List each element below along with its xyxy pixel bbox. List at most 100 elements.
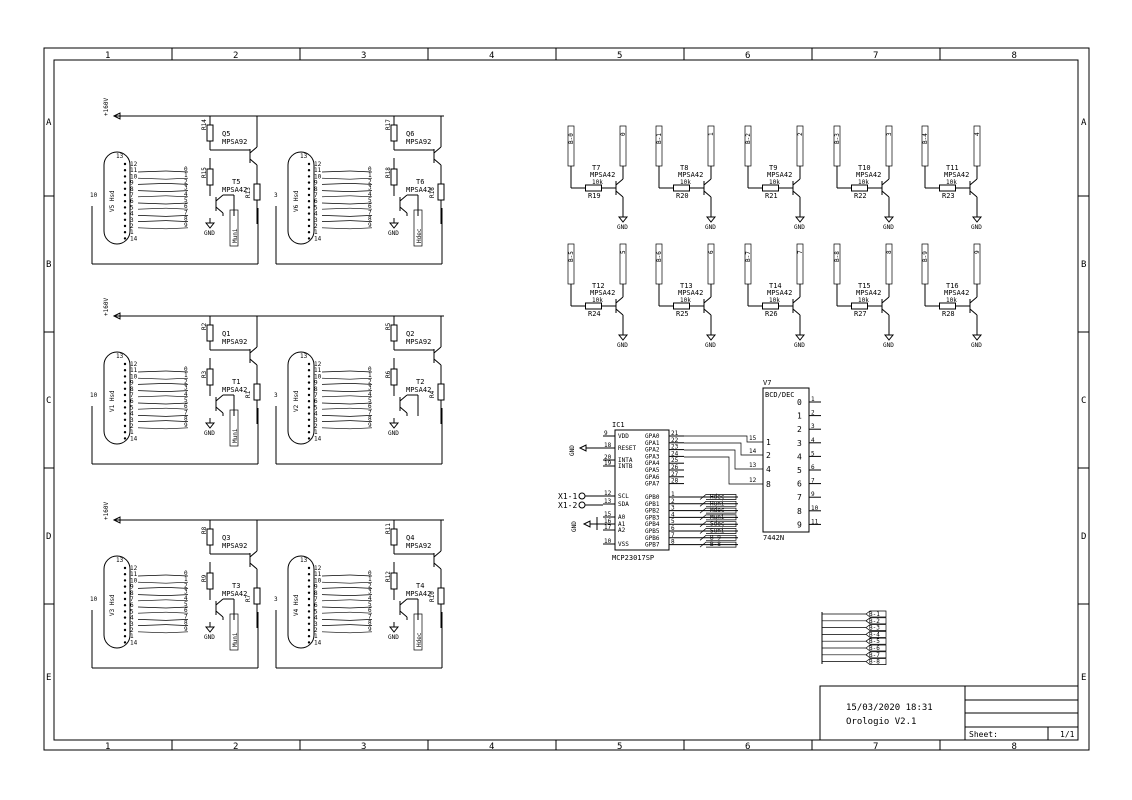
cathode-wire	[349, 606, 373, 609]
bus-label: B-3	[834, 133, 841, 144]
tube-pin-number: 5	[314, 608, 318, 615]
tube-pin-number: 5	[130, 204, 134, 211]
resistor-value: 10k	[769, 297, 780, 304]
pnp-q3	[249, 550, 258, 570]
cathode-label: 9	[184, 626, 188, 633]
output-label: 2	[797, 132, 804, 136]
ic1-pin-name: GPB1	[645, 501, 660, 508]
ground-symbol	[705, 334, 717, 341]
cathode-wire	[321, 599, 351, 602]
tube-pin-side: 10	[90, 596, 98, 603]
wire	[615, 308, 624, 316]
wire	[215, 610, 224, 618]
cathode-wire	[137, 220, 167, 222]
title-block: 15/03/2020 18:31 Orologio V2.1 Sheet: 1/…	[819, 685, 1079, 741]
v7-input-label: 1	[766, 438, 771, 447]
cathode-label: 1	[184, 372, 188, 379]
npn-t8	[703, 178, 712, 198]
ic1-pin-name: A2	[618, 527, 626, 534]
tube-pin-side: 10	[90, 192, 98, 199]
tube-pin-number: 12	[314, 161, 322, 168]
net-flag	[413, 613, 423, 651]
ic1-pin-name: GPA2	[645, 447, 660, 454]
tube-pin-dot	[123, 424, 127, 428]
ic1-pin-name: GPB6	[645, 535, 660, 542]
wire	[399, 406, 408, 414]
cathode-label: 7	[184, 409, 188, 416]
tube-pin-dot	[123, 237, 127, 240]
tube-ref: V1 Hsd	[109, 390, 116, 412]
ic1-pin-name: INTB	[618, 463, 633, 470]
net-flag	[699, 534, 737, 541]
tube-pin-dot	[307, 418, 311, 421]
cathode-wire	[137, 606, 167, 609]
sheet-label: Sheet:	[969, 730, 998, 739]
gnd-label: GND	[617, 342, 628, 349]
gnd-label: GND	[705, 342, 716, 349]
resistor-ref: R26	[765, 310, 778, 318]
tube-pin-number: 7	[314, 392, 318, 399]
cathode-wire	[165, 574, 189, 577]
cathode-label: 7	[368, 613, 372, 620]
tube-pin-dot	[307, 616, 311, 619]
npn-t3	[215, 598, 224, 618]
tube-pin-dot	[123, 375, 127, 378]
cathode-wire	[165, 395, 189, 398]
bus-flag	[744, 243, 752, 285]
wire	[399, 598, 408, 606]
tube-pin-number: 6	[130, 198, 134, 205]
v7-pin-number: 2	[811, 410, 815, 417]
bus-label: B-6	[656, 251, 663, 262]
ic1-pin-number: 12	[604, 490, 612, 497]
tube-pin-dot	[123, 169, 127, 172]
tube-pin-number: 4	[130, 211, 134, 218]
v7-part: 7442N	[763, 534, 784, 542]
t-ref: T2	[416, 378, 424, 386]
tube-pin-dot	[123, 616, 127, 619]
tube-pin-dot	[123, 400, 127, 403]
transistor-ref: T7	[592, 164, 600, 172]
wire	[792, 308, 801, 316]
tube-pin-number: 12	[130, 565, 138, 572]
resistor-value: 10k	[592, 297, 603, 304]
wire	[249, 358, 258, 366]
ic1-net-label: Sdec	[710, 521, 725, 528]
cathode-label: 2	[184, 378, 188, 385]
inner-frame	[53, 59, 1079, 741]
tube-pin-dot	[123, 573, 127, 576]
bus-flag	[655, 125, 663, 167]
column-label-top: 4	[489, 51, 494, 61]
column-label-top: 1	[105, 51, 110, 61]
resistor-ref: R17	[385, 119, 392, 130]
tube-pin-number: 7	[314, 192, 318, 199]
tube-pin-dot	[307, 187, 311, 190]
cathode-wire	[349, 420, 373, 422]
tube-pin-number: 6	[130, 398, 134, 405]
cathode-label: 9	[368, 422, 372, 429]
ic1-pin-name: INTA	[618, 457, 633, 464]
transistor-model: MPSA42	[590, 171, 615, 179]
column-label-bottom: 8	[1012, 742, 1017, 752]
wire	[703, 296, 712, 304]
tube-pin-dot	[307, 224, 311, 228]
ic1-part: MCP23017SP	[612, 554, 654, 562]
npn-t6	[399, 194, 408, 214]
tube-pin-number: 3	[130, 621, 134, 628]
gnd-label: GND	[388, 230, 399, 237]
cathode-wire	[349, 415, 373, 417]
ic1-pin-number: 24	[671, 450, 679, 457]
cathode-label: 5	[184, 601, 188, 608]
cathode-wire	[349, 402, 373, 405]
cathode-wire	[165, 190, 189, 192]
column-label-top: 3	[361, 51, 366, 61]
npn-t5	[215, 194, 224, 214]
q-ref: Q4	[406, 534, 414, 542]
cathode-label: 7	[368, 409, 372, 416]
supply-label: +160V	[103, 502, 110, 520]
